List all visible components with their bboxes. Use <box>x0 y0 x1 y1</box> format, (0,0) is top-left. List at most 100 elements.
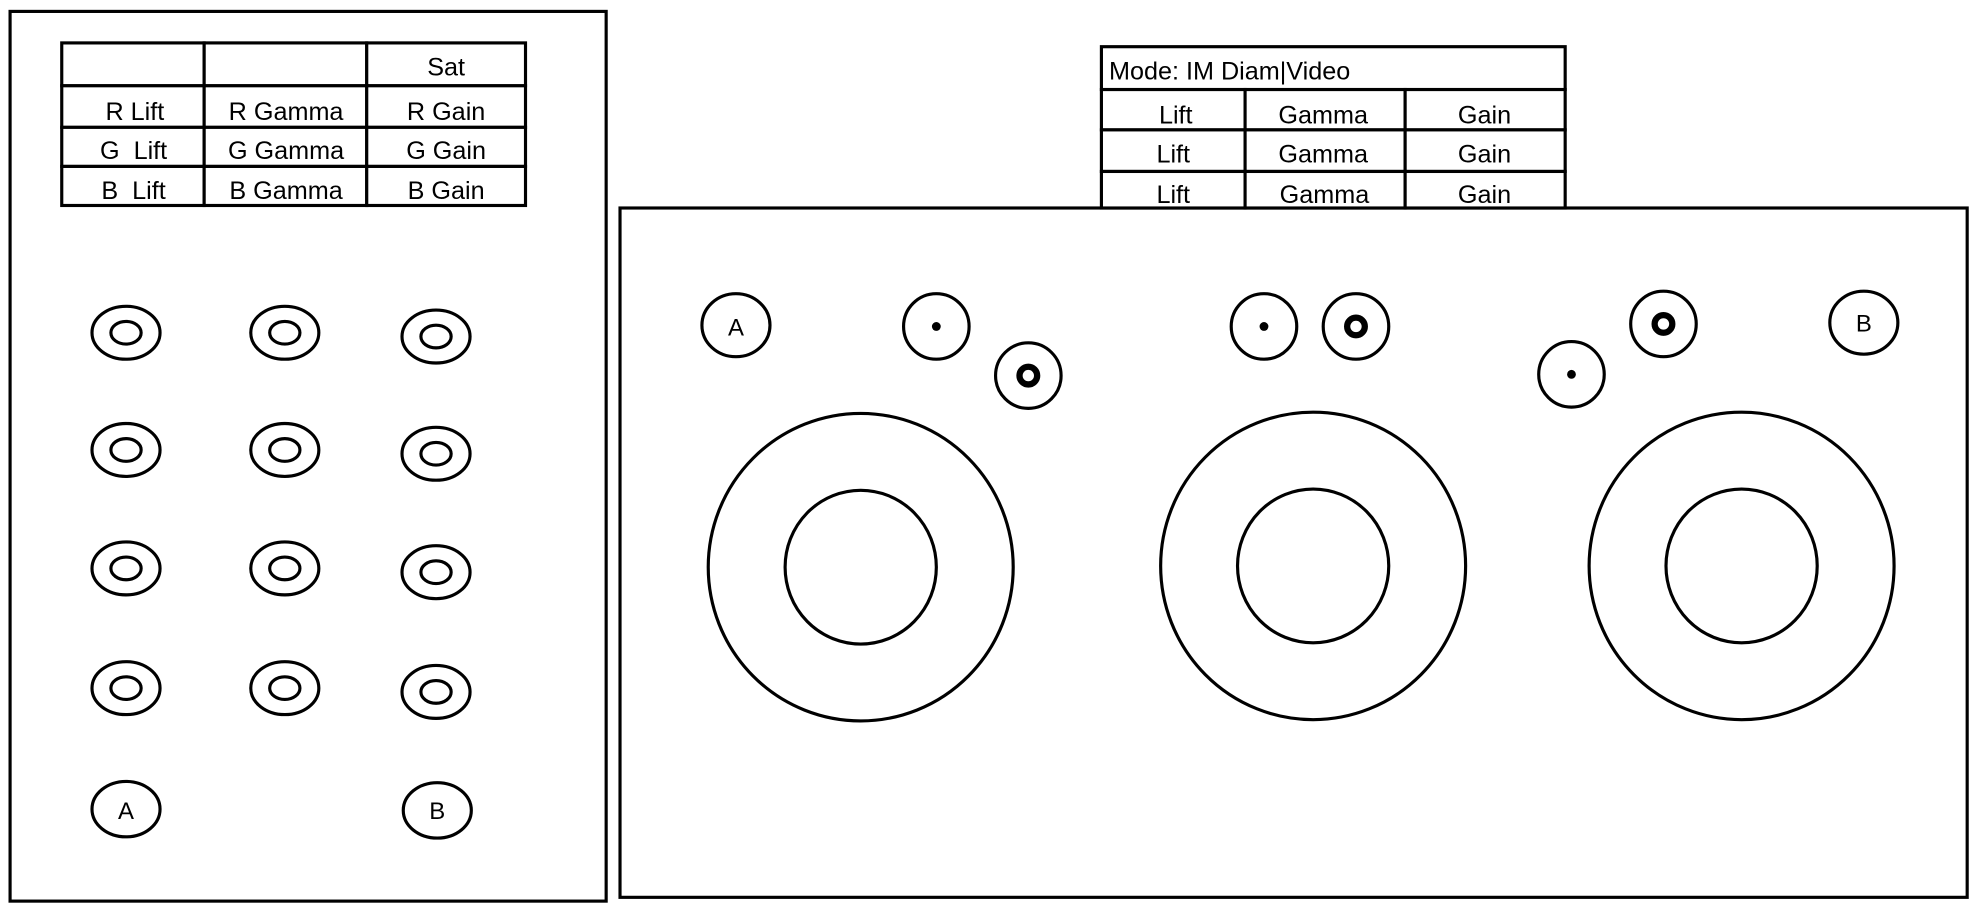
knob-outline <box>1629 289 1698 359</box>
table-cell <box>202 125 369 168</box>
knob[interactable] <box>249 660 321 717</box>
knob[interactable] <box>249 304 321 361</box>
cell-gain-3: Gain <box>1458 181 1511 209</box>
trackball[interactable] <box>706 411 1015 723</box>
knob-inner-ring <box>419 323 453 350</box>
knob-dot <box>931 322 941 331</box>
trackball-ring[interactable] <box>706 411 1015 723</box>
knob-outline <box>1537 340 1606 409</box>
trackball[interactable] <box>1587 410 1896 722</box>
knob-inner-ring <box>268 555 302 582</box>
cell-g-lift: G Lift <box>100 137 167 165</box>
knob[interactable] <box>400 425 472 482</box>
cell-gain-2: Gain <box>1458 141 1511 169</box>
table-cell <box>60 41 206 88</box>
button-b-label: B <box>1856 311 1872 338</box>
table-cell <box>1099 169 1247 210</box>
mode-label: Mode: IM Diam|Video <box>1109 57 1350 85</box>
table-cell <box>202 164 369 208</box>
knob-outer-ring <box>90 304 162 361</box>
knob-outer-ring <box>90 540 162 597</box>
knob-outer-ring <box>249 304 321 361</box>
knob[interactable] <box>249 421 321 478</box>
header-sat: Sat <box>427 54 465 82</box>
knob-outer-ring <box>400 425 472 482</box>
knob-outline <box>1229 292 1299 361</box>
trackball-ball[interactable] <box>783 488 938 646</box>
cell-g-gain: G Gain <box>406 137 486 165</box>
knob-inner-ring <box>109 319 143 346</box>
left-button-b[interactable]: B <box>401 781 473 840</box>
knob[interactable] <box>400 663 472 720</box>
cell-gamma-1: Gamma <box>1278 102 1369 130</box>
cell-lift-1: Lift <box>1159 102 1193 130</box>
knob-outer-ring <box>90 660 162 717</box>
knob-inner-ring <box>268 437 302 463</box>
cell-r-lift: R Lift <box>105 98 164 126</box>
knob-outer-ring <box>400 544 472 601</box>
right-button-b[interactable]: B <box>1828 289 1900 356</box>
knob-outline <box>1321 292 1391 361</box>
trackball[interactable] <box>1159 410 1468 722</box>
ring-knob[interactable] <box>1321 292 1391 361</box>
table-cell <box>1403 87 1567 132</box>
dot-knob[interactable] <box>901 292 971 361</box>
cell-lift-3: Lift <box>1156 181 1190 209</box>
cell-lift-2: Lift <box>1156 141 1190 169</box>
left-table: Sat R Lift R Gamma R Gain G Lift G Gamma… <box>60 41 528 208</box>
button-a-label: A <box>728 314 744 341</box>
right-button-a[interactable]: A <box>700 292 772 359</box>
knob-outer-ring <box>400 663 472 720</box>
cell-b-gamma: B Gamma <box>229 177 343 205</box>
trackballs <box>706 410 1896 723</box>
ring-knob[interactable] <box>1629 289 1698 359</box>
trackball-ball[interactable] <box>1235 487 1391 645</box>
cell-r-gain: R Gain <box>407 98 485 126</box>
knob[interactable] <box>90 421 162 478</box>
knob[interactable] <box>249 540 321 597</box>
button-outline <box>90 779 162 839</box>
knob-ring <box>1344 314 1368 339</box>
knob-inner-ring <box>419 679 453 705</box>
knob-inner-ring <box>419 440 453 467</box>
button-outline <box>700 292 772 359</box>
knob-outer-ring <box>249 660 321 717</box>
knob-outline <box>993 341 1063 410</box>
knob-outer-ring <box>400 308 472 365</box>
left-button-a[interactable]: A <box>90 779 162 839</box>
knob-outline <box>901 292 971 361</box>
table-cell <box>1403 169 1567 210</box>
knob[interactable] <box>90 540 162 597</box>
ring-knob[interactable] <box>993 341 1063 410</box>
knob[interactable] <box>400 308 472 365</box>
left-panel: Sat R Lift R Gamma R Gain G Lift G Gamma… <box>8 9 608 903</box>
knob-outer-ring <box>90 421 162 478</box>
knob[interactable] <box>90 660 162 717</box>
knob-inner-ring <box>109 555 143 582</box>
knob[interactable] <box>400 544 472 601</box>
cell-b-lift: B Lift <box>101 177 165 205</box>
knob-outer-ring <box>249 540 321 597</box>
knob-dot <box>1259 322 1269 331</box>
trackball-ring[interactable] <box>1587 410 1896 722</box>
knob-outer-ring <box>249 421 321 478</box>
right-panel: Mode: IM Diam|Video Lift Gamma Gain Lift… <box>618 45 1969 899</box>
knob-inner-ring <box>419 559 453 586</box>
dot-knob[interactable] <box>1537 340 1606 409</box>
dot-knob[interactable] <box>1229 292 1299 361</box>
button-b-label: B <box>429 798 445 825</box>
table-cell <box>1243 169 1407 210</box>
knob[interactable] <box>90 304 162 361</box>
table-cell <box>365 84 528 129</box>
knob-ring <box>1016 363 1041 388</box>
knob-ring <box>1651 311 1676 336</box>
knob-inner-ring <box>268 675 302 702</box>
table-cell <box>1403 128 1567 174</box>
trackball-ring[interactable] <box>1159 410 1468 722</box>
left-knob-grid <box>90 304 472 720</box>
table-cell <box>365 164 528 208</box>
button-a-label: A <box>118 798 134 825</box>
cell-gamma-3: Gamma <box>1280 181 1371 209</box>
trackball-ball[interactable] <box>1664 487 1819 645</box>
